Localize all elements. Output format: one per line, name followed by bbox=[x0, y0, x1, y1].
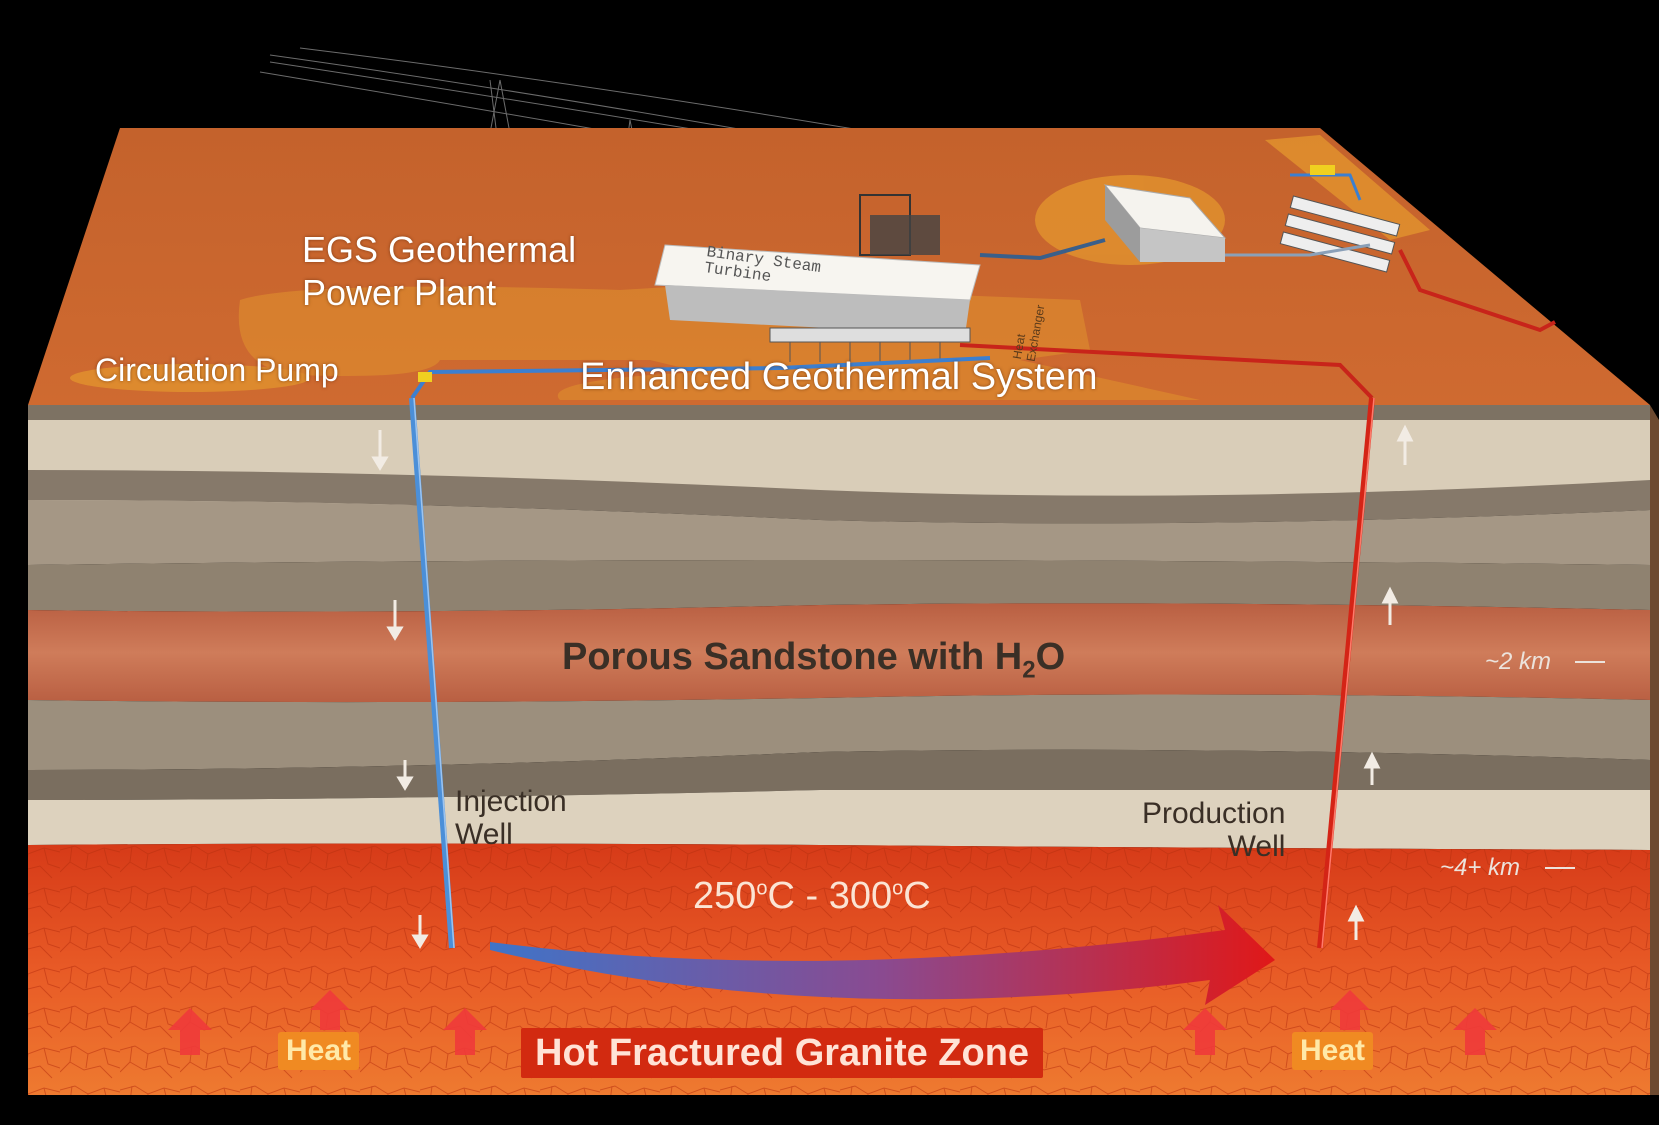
production-well bbox=[1317, 397, 1375, 949]
sandstone-label-subscript: 2 bbox=[1022, 656, 1036, 684]
temperature-high-unit: C bbox=[903, 875, 931, 917]
sandstone-label: Porous Sandstone with H2O bbox=[562, 638, 1065, 683]
production-well-line2: Well bbox=[1227, 830, 1286, 863]
injection-well bbox=[409, 397, 455, 949]
production-well-line1: Production bbox=[1142, 797, 1286, 830]
temperature-separator: - bbox=[794, 875, 829, 917]
production-well-label: Production Well bbox=[1142, 797, 1285, 863]
secondary-building bbox=[1103, 184, 1227, 262]
direction-arrows bbox=[371, 424, 1414, 949]
heat-exchanger-array bbox=[769, 327, 971, 362]
plant-title-line1: EGS Geothermal bbox=[302, 229, 577, 270]
granite-zone-badge: Hot Fractured Granite Zone bbox=[521, 1028, 1044, 1078]
injection-well-line2: Well bbox=[455, 818, 513, 851]
temperature-low-unit: C bbox=[767, 875, 795, 917]
temperature-high: 300 bbox=[828, 875, 893, 917]
temperature-low: 250 bbox=[693, 875, 757, 917]
temperature-high-degree: o bbox=[892, 877, 904, 900]
depth-4km-label: ~4+ km bbox=[1440, 854, 1521, 881]
temperature-label: 250oC - 300oC bbox=[693, 877, 931, 915]
heat-badge-left: Heat bbox=[278, 1032, 360, 1070]
temperature-low-degree: o bbox=[756, 877, 768, 900]
sandstone-label-suffix: O bbox=[1035, 636, 1066, 678]
injection-well-label: Injection Well bbox=[455, 785, 567, 851]
heat-badge-right: Heat bbox=[1292, 1032, 1374, 1070]
sandstone-label-prefix: Porous Sandstone with H bbox=[562, 636, 1023, 678]
plant-title-line2: Power Plant bbox=[302, 272, 497, 314]
depth-ticks bbox=[1545, 661, 1605, 869]
turbine-building bbox=[654, 194, 981, 335]
flow-arrow bbox=[490, 905, 1275, 1005]
system-name-label: Enhanced Geothermal System bbox=[580, 356, 1098, 398]
circulation-pump-label: Circulation Pump bbox=[95, 352, 339, 388]
surface-pipes bbox=[410, 165, 1556, 400]
plant-title: EGS Geothermal Power Plant bbox=[302, 228, 576, 314]
injection-well-line1: Injection bbox=[455, 785, 567, 818]
heat-arrows bbox=[168, 990, 1497, 1055]
depth-2km-label: ~2 km bbox=[1485, 648, 1552, 675]
